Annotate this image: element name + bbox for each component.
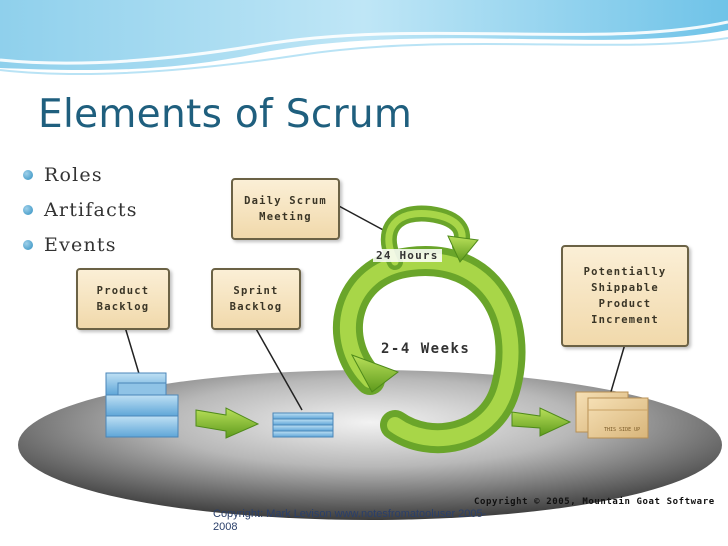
callout-line: Meeting [259,211,312,223]
connector-line [609,343,626,396]
connector-line [336,204,388,233]
bullet-icon [23,170,33,180]
callout-line: Shippable [591,282,659,294]
product-backlog-blocks [105,372,179,438]
bullet-item: Events [20,230,138,265]
callout-line: Backlog [229,301,283,313]
mountain-goat-copyright: Copyright © 2005, Mountain Goat Software [474,497,715,507]
sprint-backlog-stack [272,412,334,438]
callout-line: Sprint [233,285,279,297]
callout-line: Increment [591,314,659,326]
arrow-icon [511,407,572,437]
cycle-arrowhead-icon [350,354,400,393]
daily-scrum-callout: Daily Scrum Meeting [231,178,340,240]
sprint-backlog-callout: Sprint Backlog [211,268,301,330]
increment-callout: Potentially Shippable Product Increment [561,245,689,347]
callout-line: Daily Scrum [244,195,327,207]
connector-line [124,326,141,378]
bullet-icon [23,240,33,250]
shippable-boxes [575,391,649,439]
connector-line [254,326,303,411]
callout-line: Product [598,298,652,310]
bullet-icon [23,205,33,215]
box-label: THIS SIDE UP [604,427,641,433]
weeks-label: 2-4 Weeks [378,341,474,357]
product-backlog-callout: Product Backlog [76,268,170,330]
platform-ellipse [18,370,722,520]
bullet-item: Artifacts [20,195,138,230]
daily-arrowhead-icon [447,235,479,263]
callout-line: Product [96,285,150,297]
bullet-list: Roles Artifacts Events [20,160,138,265]
callout-line: Backlog [96,301,150,313]
header-wave [0,0,728,76]
bullet-item: Roles [20,160,138,195]
callout-line: Potentially [583,266,667,278]
hours-label: 24 Hours [373,249,442,262]
footer-copyright: Copyright: Mark Levison www.notesfromato… [213,508,487,533]
slide-title: Elements of Scrum [38,92,413,137]
arrow-icon [195,407,260,439]
